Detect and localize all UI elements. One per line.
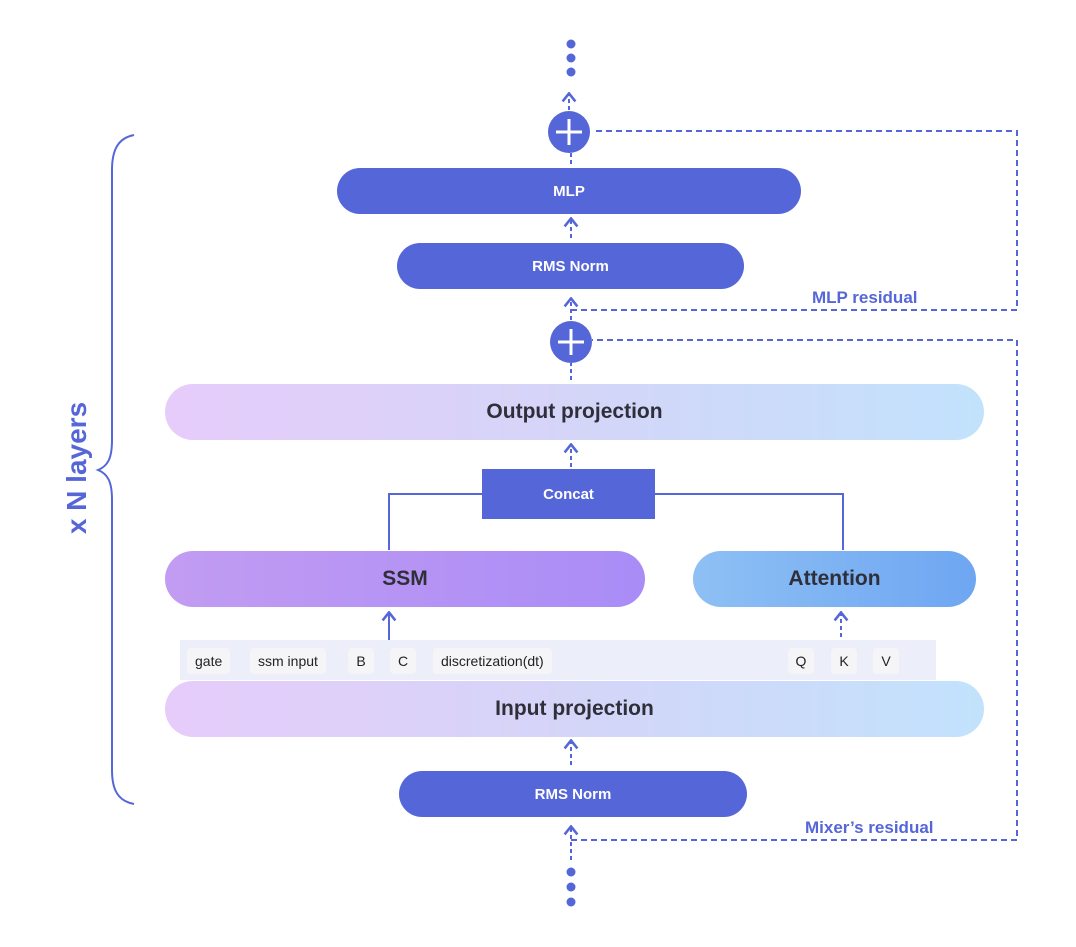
continuation-dots-top	[566, 39, 576, 77]
attention-input-chip-v: V	[873, 648, 899, 674]
attention-block: Attention	[693, 551, 976, 607]
mixer-residual-path	[571, 339, 1018, 841]
layers-brace	[95, 134, 135, 805]
residual-add-top-icon	[548, 111, 590, 153]
ssm-input-chip-ssm-input: ssm input	[250, 648, 326, 674]
attention-input-chip-q: Q	[788, 648, 814, 674]
ssm-block: SSM	[165, 551, 645, 607]
output-projection-block: Output projection	[165, 384, 984, 440]
mixer-residual-label: Mixer’s residual	[805, 818, 934, 837]
ssm-input-chip-b: B	[348, 648, 374, 674]
ssm-input-chip-gate: gate	[187, 648, 231, 674]
mlp-residual-path	[571, 130, 1018, 311]
mlp-block: MLP	[337, 168, 801, 214]
residual-add-middle-icon	[550, 321, 592, 363]
layers-count-label: x N layers	[61, 401, 92, 535]
concat-block: Concat	[482, 469, 655, 519]
rms-norm-top-block: RMS Norm	[397, 243, 744, 289]
ssm-input-chip-c: C	[390, 648, 416, 674]
attention-input-chip-k: K	[831, 648, 857, 674]
rms-norm-bottom-block: RMS Norm	[399, 771, 747, 817]
ssm-input-chip-discretization: discretization(dt)	[433, 648, 552, 674]
mlp-residual-label: MLP residual	[812, 288, 918, 307]
continuation-dots-bottom	[566, 867, 576, 907]
input-projection-block: Input projection	[165, 681, 984, 737]
